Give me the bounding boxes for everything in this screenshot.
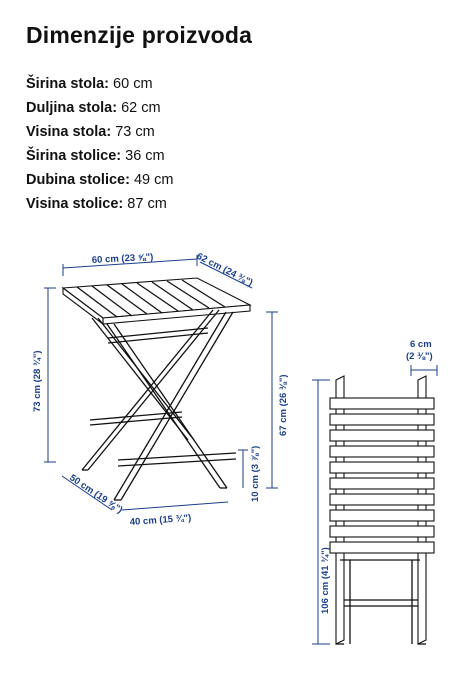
spec-row: Visina stola: 73 cm [26,120,173,144]
spec-value: 60 cm [113,76,153,92]
leg-depth-label: 50 cm (19 ⅝") [67,472,124,516]
spec-label: Duljina stola: [26,100,118,116]
table-height-label: 73 cm (28 ¾") [32,350,43,412]
table-dimension-lines [44,255,278,511]
foot-height-label: 10 cm (3 ⅞") [250,446,261,502]
brace-height-label: 67 cm (26 ⅜") [278,374,289,436]
spec-value: 36 cm [125,148,165,164]
spec-row: Duljina stola: 62 cm [26,96,173,120]
page-title: Dimenzije proizvoda [26,22,253,48]
spec-label: Visina stola: [26,124,112,140]
spec-row: Visina stolice: 87 cm [26,192,173,216]
leg-width-label: 40 cm (15 ¾") [129,513,191,528]
spec-row: Dubina stolice: 49 cm [26,168,173,192]
spec-value: 62 cm [121,100,161,116]
spec-value: 49 cm [133,172,174,188]
folded-chair-illustration [329,375,435,645]
chair-dimension-lines [312,365,438,645]
spec-row: Širina stolice: 36 cm [26,144,173,168]
table-width-label: 60 cm (23 ⅝") [92,252,154,266]
folded-thickness-cm-label: 6 cm [410,339,432,350]
spec-row: Širina stola: 60 cm [26,72,173,96]
spec-label: Širina stolice: [26,148,122,164]
spec-label: Dubina stolice: [26,172,130,188]
spec-label: Visina stolice: [26,196,124,212]
spec-label: Širina stola: [26,76,109,92]
open-table-illustration [61,277,252,501]
folded-height-label: 106 cm (41 ¾") [320,547,331,614]
spec-value: 87 cm [127,196,167,212]
spec-list: Širina stola: 60 cm Duljina stola: 62 cm… [26,72,173,216]
folded-thickness-inch-label: (2 ⅜") [406,351,433,362]
spec-value: 73 cm [115,124,155,140]
